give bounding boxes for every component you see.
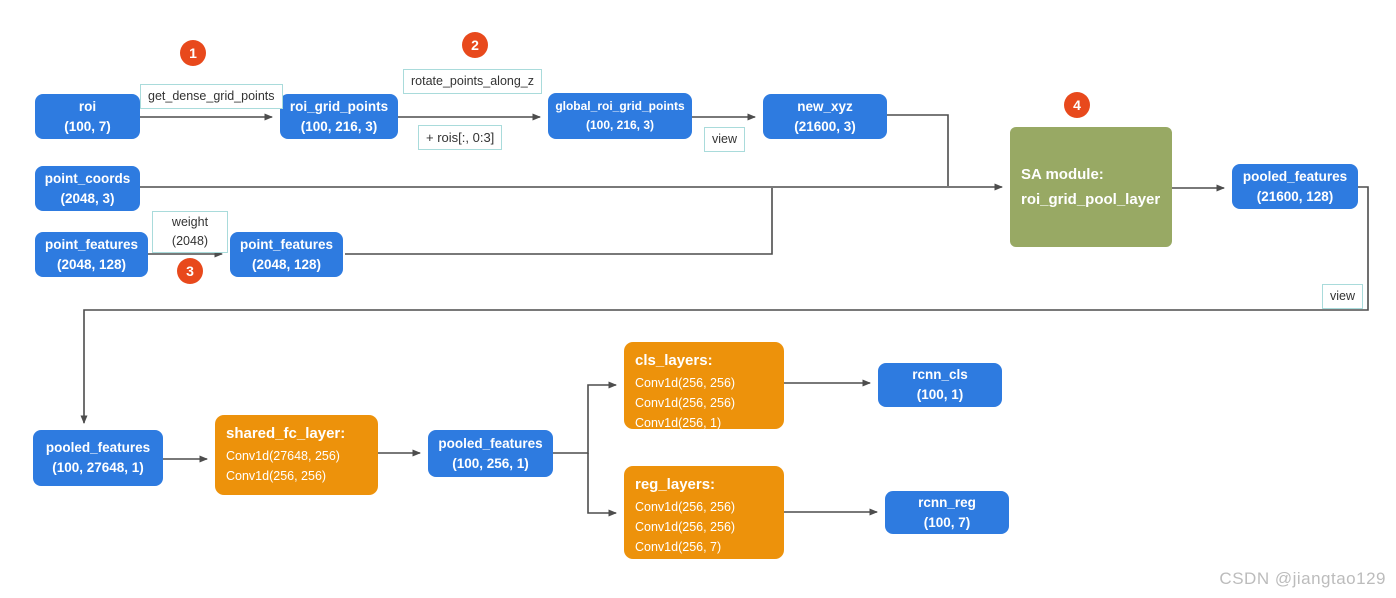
node-point-features-in-shape: (2048, 128) [56,256,127,272]
edge-label-view-right: view [1322,284,1364,309]
edge-label-weight-name: weight [171,215,209,229]
node-rcnn-cls-title: rcnn_cls [912,367,968,382]
node-pooled-features-grid-title: pooled_features [1242,168,1348,184]
node-point-features-weighted: point_features (2048, 128) [230,232,343,277]
node-pooled-features-flat: pooled_features (100, 27648, 1) [33,430,163,486]
node-pooled-features-fc-title: pooled_features [438,435,543,451]
edge-label-get-dense-grid-points: get_dense_grid_points [140,84,283,109]
node-global-roi-grid-points: global_roi_grid_points (100, 216, 3) [548,93,692,139]
node-roi-grid-points: roi_grid_points (100, 216, 3) [280,94,398,139]
edge-label-add-rois: + rois[:, 0:3] [418,125,503,150]
node-point-features-in: point_features (2048, 128) [35,232,148,277]
node-sa-module: SA module: roi_grid_pool_layer [1010,127,1172,247]
node-reg-layers-conv-0: Conv1d(256, 256) [635,500,736,514]
node-shared-fc-layer-title: shared_fc_layer: [226,425,346,442]
node-reg-layers-title: reg_layers: [635,476,716,493]
node-reg-layers-conv-2: Conv1d(256, 7) [635,540,722,554]
node-rcnn-reg-shape: (100, 7) [923,514,971,530]
node-new-xyz: new_xyz (21600, 3) [763,94,887,139]
node-shared-fc-layer-conv-0: Conv1d(27648, 256) [226,449,340,463]
node-point-coords-title: point_coords [44,170,131,186]
edge-new-xyz-to-merge [887,114,949,186]
node-rcnn-reg: rcnn_reg (100, 7) [885,491,1009,534]
node-point-features-weighted-shape: (2048, 128) [251,256,322,272]
node-global-roi-grid-points-shape: (100, 216, 3) [585,118,655,132]
node-sa-module-title: SA module: [1021,166,1104,183]
node-pooled-features-fc-shape: (100, 256, 1) [452,455,529,471]
edge-pooled-view-to-pooled-flat [80,186,1369,424]
node-shared-fc-layer-conv-1: Conv1d(256, 256) [226,469,327,483]
node-reg-layers: reg_layers: Conv1d(256, 256) Conv1d(256,… [624,466,784,559]
node-roi: roi (100, 7) [35,94,140,139]
node-roi-shape: (100, 7) [64,118,111,134]
edge-label-view-top: view [704,127,746,152]
node-pooled-features-fc: pooled_features (100, 256, 1) [428,430,553,477]
edge-label-rotate-points-along-z: rotate_points_along_z [403,69,543,94]
node-roi-grid-points-title: roi_grid_points [289,98,389,114]
node-shared-fc-layer: shared_fc_layer: Conv1d(27648, 256) Conv… [215,415,378,495]
node-point-coords-shape: (2048, 3) [60,190,115,206]
node-new-xyz-title: new_xyz [797,98,853,114]
edge-label-weight-shape: (2048) [171,234,209,248]
node-reg-layers-conv-1: Conv1d(256, 256) [635,520,736,534]
step-badge-2: 2 [462,32,488,58]
node-rcnn-reg-title: rcnn_reg [918,494,976,510]
watermark: CSDN @jiangtao129 [1219,569,1386,588]
node-new-xyz-shape: (21600, 3) [794,118,856,134]
node-cls-layers: cls_layers: Conv1d(256, 256) Conv1d(256,… [624,342,784,430]
node-cls-layers-conv-1: Conv1d(256, 256) [635,396,736,410]
edge-branch-to-reg-layers [587,453,617,517]
node-point-coords: point_coords (2048, 3) [35,166,140,211]
node-sa-module-subtitle: roi_grid_pool_layer [1021,191,1161,208]
node-roi-grid-points-shape: (100, 216, 3) [300,118,378,134]
edge-point-features-to-merge [345,188,773,255]
node-roi-title: roi [78,98,97,114]
step-badge-1: 1 [180,40,206,66]
edge-branch-to-cls-layers [553,381,617,454]
node-cls-layers-conv-0: Conv1d(256, 256) [635,376,736,390]
node-global-roi-grid-points-title: global_roi_grid_points [555,99,685,113]
node-rcnn-cls-shape: (100, 1) [916,387,964,402]
step-badge-3: 3 [177,258,203,284]
node-point-features-weighted-title: point_features [239,236,334,252]
node-pooled-features-flat-shape: (100, 27648, 1) [52,460,144,475]
edge-label-weight: weight (2048) [152,211,228,253]
step-badge-4: 4 [1064,92,1090,118]
node-rcnn-cls: rcnn_cls (100, 1) [878,363,1002,407]
node-pooled-features-grid-shape: (21600, 128) [1256,188,1334,204]
node-cls-layers-title: cls_layers: [635,352,713,369]
node-pooled-features-flat-title: pooled_features [45,440,151,455]
node-cls-layers-conv-2: Conv1d(256, 1) [635,416,722,430]
node-pooled-features-grid: pooled_features (21600, 128) [1232,164,1358,209]
node-point-features-in-title: point_features [44,236,139,252]
